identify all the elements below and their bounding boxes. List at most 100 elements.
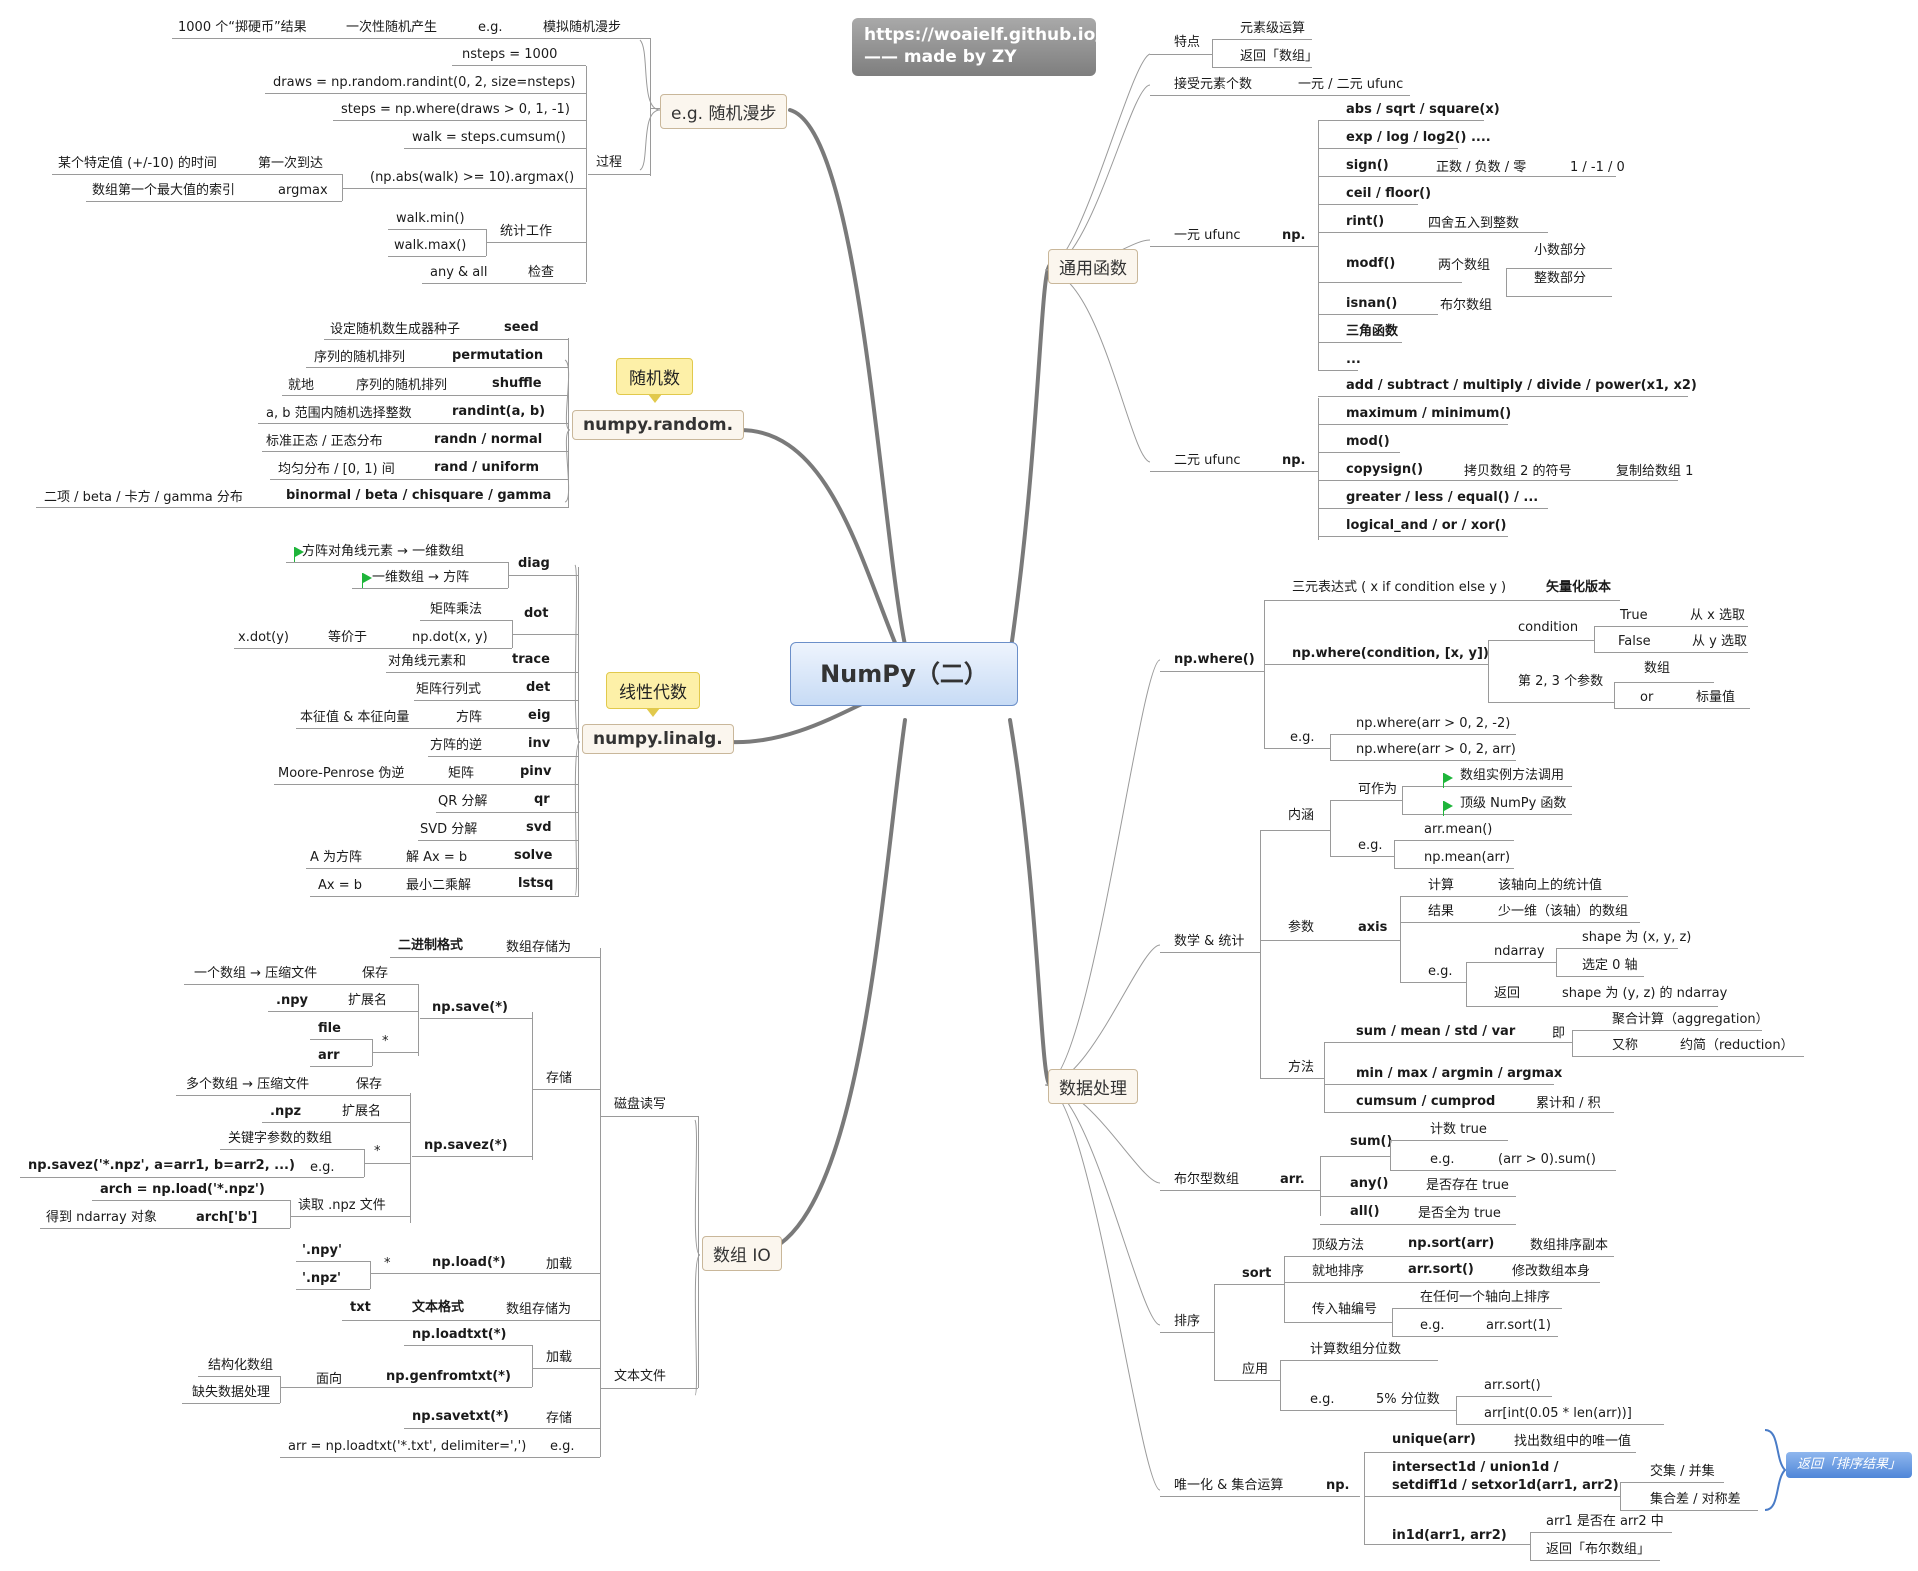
connector-line <box>1506 268 1507 296</box>
unary-item: sign() <box>1346 158 1389 173</box>
genfromtxt-missing: 缺失数据处理 <box>192 1385 271 1400</box>
np-load-npz[interactable]: arch = np.load('*.npz') <box>100 1182 265 1197</box>
walk-max: walk.max() <box>394 238 467 253</box>
random-desc: 序列的随机排列 <box>314 350 406 365</box>
where-args-array: 数组 <box>1644 661 1671 676</box>
copysign-desc: 拷贝数组 2 的符号 <box>1464 464 1572 479</box>
math-eg-mean: arr.mean() <box>1424 822 1493 837</box>
where-ternary: 三元表达式 ( x if condition else y ) <box>1292 580 1507 595</box>
np-savetxt[interactable]: np.savetxt(*) <box>412 1409 509 1424</box>
sort-result-note: 返回「排序结果」 <box>1786 1452 1912 1478</box>
unique-np: np. <box>1326 1478 1350 1493</box>
np-where[interactable]: np.where() <box>1174 652 1255 667</box>
connector-line <box>1318 370 1358 371</box>
random-desc: 均匀分布 / [0, 1) 间 <box>278 462 395 477</box>
connector-line <box>428 756 578 757</box>
branch-numpy-linalg[interactable]: numpy.linalg. <box>582 724 734 754</box>
dot-desc: 矩阵乘法 <box>430 602 483 617</box>
np-save[interactable]: np.save(*) <box>432 1000 508 1015</box>
where-eg-2: np.where(arr > 0, 2, arr) <box>1356 742 1516 757</box>
branch-random-walk[interactable]: e.g. 随机漫步 <box>660 94 788 129</box>
genfromtxt-struct: 结构化数组 <box>208 1358 274 1373</box>
np-loadtxt[interactable]: np.loadtxt(*) <box>412 1327 507 1342</box>
unary-item: 三角函数 <box>1346 324 1399 339</box>
diag-desc-2: 一维数组 → 方阵 <box>372 570 470 585</box>
binary-item: copysign() <box>1346 462 1424 477</box>
linalg-trace: trace <box>512 652 550 667</box>
set-ops-union: 交集 / 并集 <box>1650 1464 1715 1479</box>
branch-ufunc[interactable]: 通用函数 <box>1048 249 1138 284</box>
axis-select: 选定 0 轴 <box>1582 958 1638 973</box>
random-desc: 二项 / beta / 卡方 / gamma 分布 <box>44 490 243 505</box>
load-npz-obj: 得到 ndarray 对象 <box>46 1210 157 1225</box>
math-param: 参数 <box>1288 920 1315 935</box>
where-args-or: or <box>1640 690 1654 705</box>
save-npy: .npy <box>276 993 308 1008</box>
sort-axis-eg: e.g. <box>1420 1318 1445 1333</box>
bool-all-desc: 是否全为 true <box>1418 1206 1501 1221</box>
in1d: in1d(arr1, arr2) <box>1392 1528 1507 1543</box>
ufunc-accept: 接受元素个数 <box>1174 77 1253 92</box>
connector-line <box>1506 268 1612 269</box>
central-topic[interactable]: NumPy（二） <box>790 642 1018 706</box>
sort-axis-desc: 在任何一个轴向上排序 <box>1420 1290 1551 1305</box>
io-disk: 磁盘读写 <box>614 1097 667 1112</box>
unary-item: modf() <box>1346 256 1396 271</box>
random-randintab: randint(a, b) <box>452 404 546 419</box>
unique-func: unique(arr) <box>1392 1432 1476 1447</box>
sort-arr-desc: 修改数组本身 <box>1512 1264 1591 1279</box>
sort-apply-eg: e.g. <box>1310 1392 1335 1407</box>
loadtxt-load: 加载 <box>546 1350 573 1365</box>
branch-data-processing[interactable]: 数据处理 <box>1048 1069 1138 1104</box>
linalg-eig: eig <box>528 708 551 723</box>
random-randuniform: rand / uniform <box>434 460 540 475</box>
savez-eg: e.g. <box>310 1160 335 1175</box>
connector-line <box>1318 282 1462 283</box>
io-txt-as: 数组存储为 <box>506 1302 572 1317</box>
binary-item: greater / less / equal() / ... <box>1346 490 1539 505</box>
np-savez[interactable]: np.savez(*) <box>424 1138 508 1153</box>
walk-code-5: (np.abs(walk) >= 10).argmax() <box>370 170 575 185</box>
modf-int: 整数部分 <box>1534 271 1587 286</box>
bool-all: all() <box>1350 1204 1380 1219</box>
np-genfromtxt[interactable]: np.genfromtxt(*) <box>386 1369 511 1384</box>
ufunc-returns: 返回「数组」 <box>1240 49 1319 64</box>
math-instance: 数组实例方法调用 <box>1460 768 1565 783</box>
ufunc-elementwise: 元素级运算 <box>1240 21 1306 36</box>
sort-axis: 传入轴编号 <box>1312 1302 1378 1317</box>
branch-numpy-random[interactable]: numpy.random. <box>572 410 745 440</box>
flag-icon <box>1443 801 1453 816</box>
math-method: 方法 <box>1288 1060 1315 1075</box>
connector-line <box>262 451 568 452</box>
sign-values: 1 / -1 / 0 <box>1570 160 1625 175</box>
sign-desc: 正数 / 负数 / 零 <box>1436 160 1527 175</box>
modf-frac: 小数部分 <box>1534 243 1587 258</box>
connector-line <box>436 812 578 813</box>
savetxt-example: arr = np.loadtxt('*.txt', delimiter=',') <box>288 1439 527 1454</box>
where-args-scalar: 标量值 <box>1696 690 1736 705</box>
method-cumsum: cumsum / cumprod <box>1356 1094 1496 1109</box>
ufunc-unary: 一元 ufunc <box>1174 228 1241 243</box>
random-desc: 就地 <box>288 378 315 393</box>
connector-line <box>352 588 508 589</box>
linalg-solve: solve <box>514 848 553 863</box>
math-stats: 数学 & 统计 <box>1174 934 1245 949</box>
np-load[interactable]: np.load(*) <box>432 1255 506 1270</box>
where-true-from: 从 x 选取 <box>1690 608 1745 623</box>
binary-item: mod() <box>1346 434 1390 449</box>
bool-eg-expr: (arr > 0).sum() <box>1498 1152 1596 1167</box>
savetxt-store: 存储 <box>546 1411 573 1426</box>
rint-desc: 四舍五入到整数 <box>1428 216 1520 231</box>
math-axis: axis <box>1358 920 1388 935</box>
method-ie: 即 <box>1552 1026 1566 1041</box>
savetxt-eg: e.g. <box>550 1439 575 1454</box>
in1d-desc: arr1 是否在 arr2 中 <box>1546 1514 1664 1529</box>
sort-np: np.sort(arr) <box>1408 1236 1495 1251</box>
savez-star: * <box>374 1144 381 1159</box>
binary-item: add / subtract / multiply / divide / pow… <box>1346 378 1697 393</box>
ufunc-unary-np: np. <box>1282 228 1306 243</box>
walk-code-4: walk = steps.cumsum() <box>412 130 566 145</box>
branch-array-io[interactable]: 数组 IO <box>702 1236 782 1271</box>
load-npy: '.npy' <box>302 1243 342 1258</box>
savez-verb: 保存 <box>356 1077 383 1092</box>
